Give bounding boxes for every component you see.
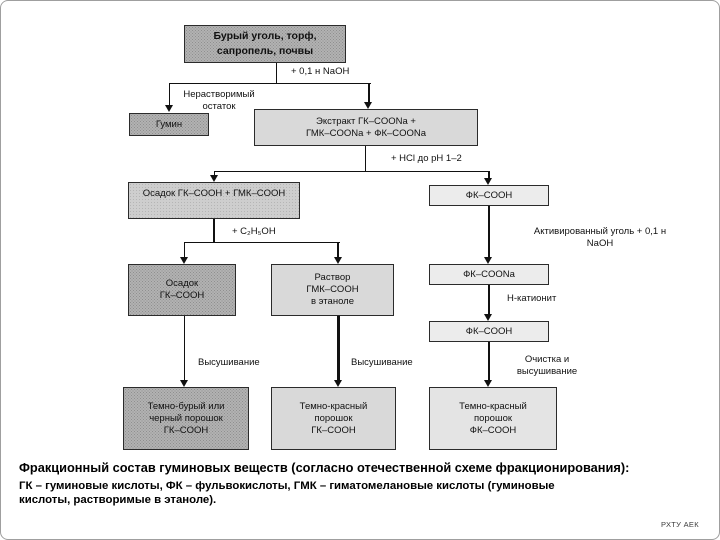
h-cationite-label: Н-катионит bbox=[507, 293, 557, 304]
arrow-down-icon bbox=[164, 105, 173, 112]
connector-line bbox=[487, 206, 490, 258]
fk-cooh-box-2: ФК–COOH bbox=[429, 321, 549, 342]
connector-line bbox=[213, 219, 215, 243]
connector-line bbox=[168, 82, 371, 84]
arrow-down-icon bbox=[333, 257, 342, 264]
arrow-down-icon bbox=[209, 175, 218, 182]
arrow-down-icon bbox=[179, 380, 188, 387]
arrow-down-icon bbox=[179, 257, 188, 264]
extract-box: Экстракт ГК–COONa + ГМК–COONa + ФК–COONa bbox=[254, 109, 478, 146]
watermark: РХТУ АЕК bbox=[661, 520, 699, 529]
drying-label-left: Высушивание bbox=[198, 357, 260, 368]
connector-line bbox=[183, 316, 185, 381]
caption-text: ГК – гуминовые кислоты, ФК – фульвокисло… bbox=[19, 480, 555, 506]
connector-line bbox=[487, 285, 490, 315]
arrow-down-icon bbox=[484, 178, 493, 185]
naoh-reagent-label: + 0,1 н NaOH bbox=[291, 66, 350, 77]
hcl-reagent-label: + HCl до рН 1–2 bbox=[391, 153, 462, 164]
precipitate-gk-box: Осадок ГК–COOH bbox=[128, 264, 236, 316]
precipitate-gk-gmk-box: Осадок ГК–COOH + ГМК–COOH bbox=[128, 182, 300, 219]
arrow-down-icon bbox=[484, 314, 493, 321]
red-powder-gk-box: Темно-красный порошок ГК–COOH bbox=[271, 387, 396, 450]
red-powder-fk-box: Темно-красный порошок ФК–COOH bbox=[429, 387, 557, 450]
connector-line bbox=[213, 170, 490, 172]
cleaning-drying-label: Очистка и высушивание bbox=[516, 354, 578, 377]
arrow-down-icon bbox=[484, 380, 493, 387]
drying-label-middle: Высушивание bbox=[351, 357, 413, 368]
activated-carbon-label: Активированный уголь + 0,1 н NaOH bbox=[533, 226, 667, 249]
fk-cooh-box-1: ФК–COOH bbox=[429, 185, 549, 206]
connector-line bbox=[364, 146, 366, 172]
ethanol-solution-box: Раствор ГМК–COOH в этаноле bbox=[271, 264, 394, 316]
insoluble-residue-label: Нерастворимый остаток bbox=[183, 89, 255, 112]
connector-line bbox=[337, 316, 340, 381]
fk-coona-box: ФК–COONa bbox=[429, 264, 549, 285]
gumin-box: Гумин bbox=[129, 113, 209, 136]
source-box: Бурый уголь, торф, сапропель, почвы bbox=[184, 25, 346, 63]
connector-line bbox=[183, 241, 185, 258]
connector-line bbox=[487, 170, 490, 179]
arrow-down-icon bbox=[364, 102, 373, 109]
dark-powder-box: Темно-бурый или черный порошок ГК–COOH bbox=[123, 387, 249, 450]
arrow-down-icon bbox=[484, 257, 493, 264]
arrow-down-icon bbox=[333, 380, 342, 387]
connector-line bbox=[213, 170, 215, 177]
connector-line bbox=[183, 241, 340, 243]
connector-line bbox=[337, 241, 339, 258]
connector-line bbox=[367, 82, 370, 103]
caption-title: Фракционный состав гуминовых веществ (со… bbox=[19, 460, 630, 475]
connector-line bbox=[487, 342, 490, 381]
connector-line bbox=[275, 63, 277, 84]
ethanol-reagent-label: + C₂H₅OH bbox=[232, 226, 276, 237]
connector-line bbox=[168, 82, 170, 107]
